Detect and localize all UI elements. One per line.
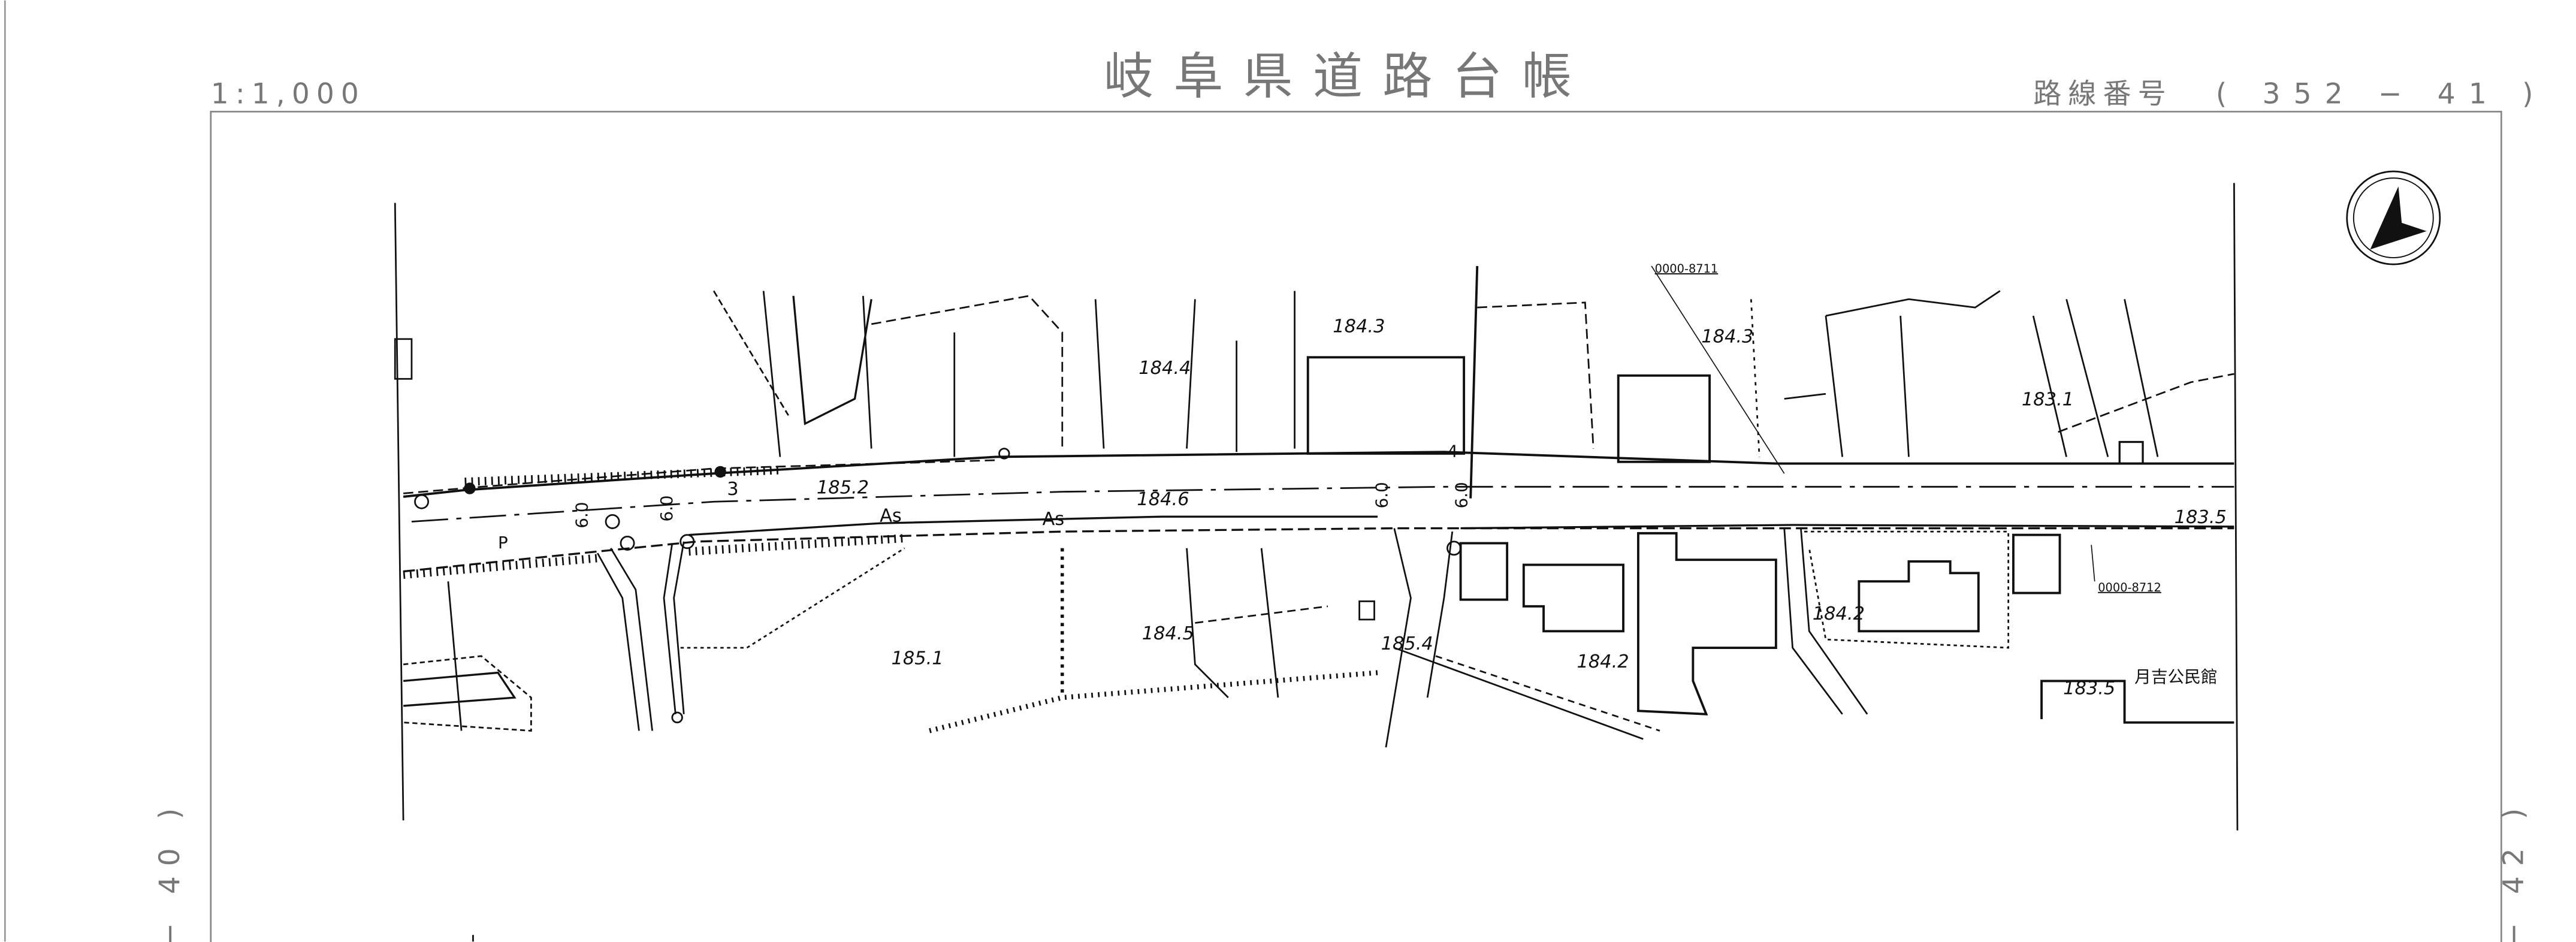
surface-label: As bbox=[1043, 509, 1065, 530]
elevation-label: 185.4 bbox=[1381, 633, 1433, 654]
width-label: 6.0 bbox=[1452, 482, 1472, 508]
scale-label: 1:1,000 bbox=[211, 77, 366, 110]
sheet-title: 岐阜県道路台帳 bbox=[1104, 47, 1591, 105]
sheet-frame bbox=[210, 110, 2502, 942]
map-linework bbox=[394, 183, 2239, 831]
width-label: 6.0 bbox=[1372, 482, 1392, 508]
elevation-label: 184.4 bbox=[1138, 358, 1191, 379]
elevation-label: 185.1 bbox=[891, 648, 943, 669]
width-label: 6.0 bbox=[572, 502, 592, 529]
benchmark-code: 0000-8712 bbox=[2098, 581, 2161, 594]
facility-label: 月吉公民館 bbox=[2134, 667, 2217, 687]
surface-label: P bbox=[498, 533, 508, 552]
elevation-label: 183.5 bbox=[2063, 678, 2115, 699]
surface-label: As bbox=[880, 505, 902, 526]
elevation-label: 183.1 bbox=[2022, 390, 2074, 410]
north-arrow-icon bbox=[2346, 170, 2441, 265]
elevation-label: 185.2 bbox=[817, 477, 869, 498]
station-label: 3 bbox=[727, 479, 738, 500]
left-sheet-ref: − 40 ) bbox=[153, 798, 186, 942]
elevation-label: 184.2 bbox=[1577, 651, 1629, 672]
elevation-label: 183.5 bbox=[2175, 507, 2227, 528]
right-sheet-ref: − 42 ) bbox=[2497, 798, 2530, 942]
elevation-label: 184.3 bbox=[1333, 316, 1385, 337]
elevation-label: 184.6 bbox=[1137, 489, 1189, 510]
benchmark-code: 0000-8711 bbox=[1655, 262, 1719, 276]
elevation-label: 184.2 bbox=[1813, 603, 1865, 624]
width-label: 6.0 bbox=[657, 495, 677, 521]
route-number: ( 352 − 41 ) bbox=[2216, 77, 2547, 110]
station-label: 4 bbox=[1447, 441, 1458, 461]
elevation-label: 184.5 bbox=[1142, 623, 1194, 644]
elevation-label: 184.3 bbox=[1701, 326, 1753, 347]
map-labels: 185.2 184.6 184.4 184.3 185.1 184.5 185.… bbox=[498, 262, 2227, 699]
route-label: 路線番号 bbox=[2033, 77, 2173, 110]
